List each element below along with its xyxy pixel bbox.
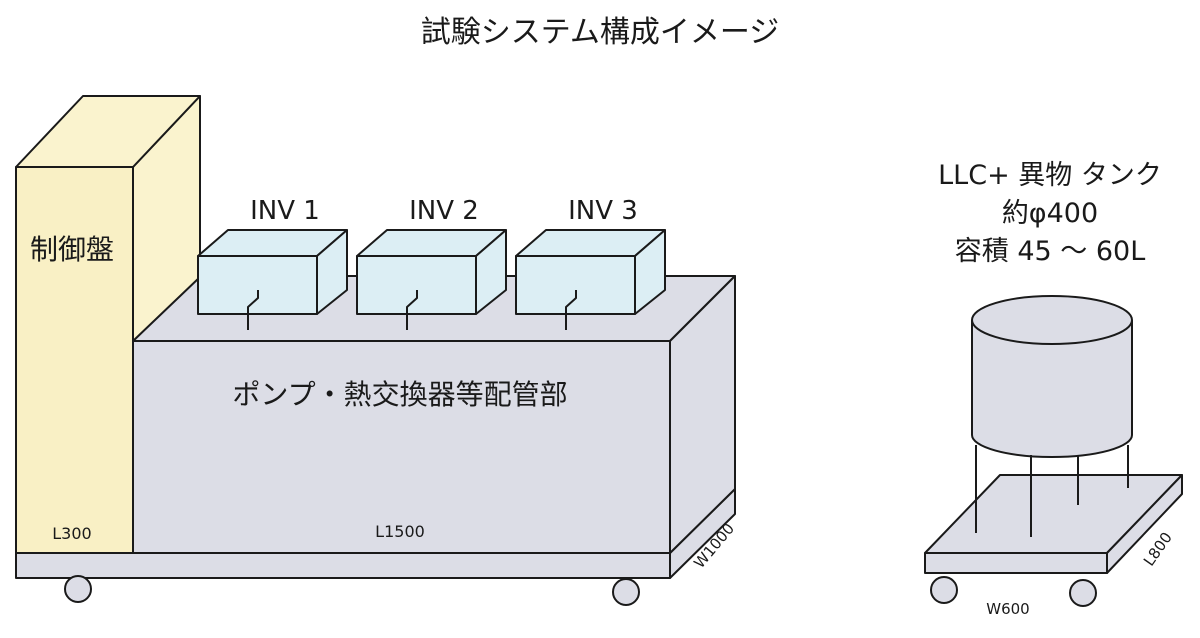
tank-label-line1: LLC+ 異物 タンク [938, 160, 1162, 191]
inverter-1-label: INV 1 [250, 196, 320, 226]
inverter-2-label: INV 2 [409, 196, 479, 226]
tank-width-label: W600 [986, 600, 1029, 618]
control-panel-label: 制御盤 [30, 233, 114, 266]
inverter-2-box [356, 229, 507, 330]
tank-label-line2: 約φ400 [1002, 198, 1098, 229]
wheel-front-left [64, 575, 92, 603]
inverter-3-label: INV 3 [568, 196, 638, 226]
tank-wheel-right [1069, 579, 1097, 607]
tank-platform-front [924, 552, 1108, 574]
diagram-title: 試験システム構成イメージ [421, 15, 780, 50]
tank-length-label: L800 [1140, 529, 1176, 570]
inverter-1-box [197, 229, 348, 330]
tank-top [971, 295, 1133, 345]
inverter-3-box [515, 229, 666, 330]
tank-label-line3: 容積 45 ～ 60L [955, 236, 1146, 267]
piping-unit-length-label: L1500 [375, 522, 425, 541]
tank-wheel-left [930, 576, 958, 604]
piping-unit-label: ポンプ・熱交換器等配管部 [232, 378, 567, 411]
control-panel-front [15, 166, 134, 554]
cart-base-plate [15, 552, 671, 579]
control-panel-length-label: L300 [52, 524, 91, 543]
tank-body [971, 320, 1133, 458]
wheel-front-right [612, 578, 640, 606]
main-cart [15, 95, 736, 606]
tank-cart [924, 295, 1183, 607]
piping-unit-front [132, 340, 671, 554]
